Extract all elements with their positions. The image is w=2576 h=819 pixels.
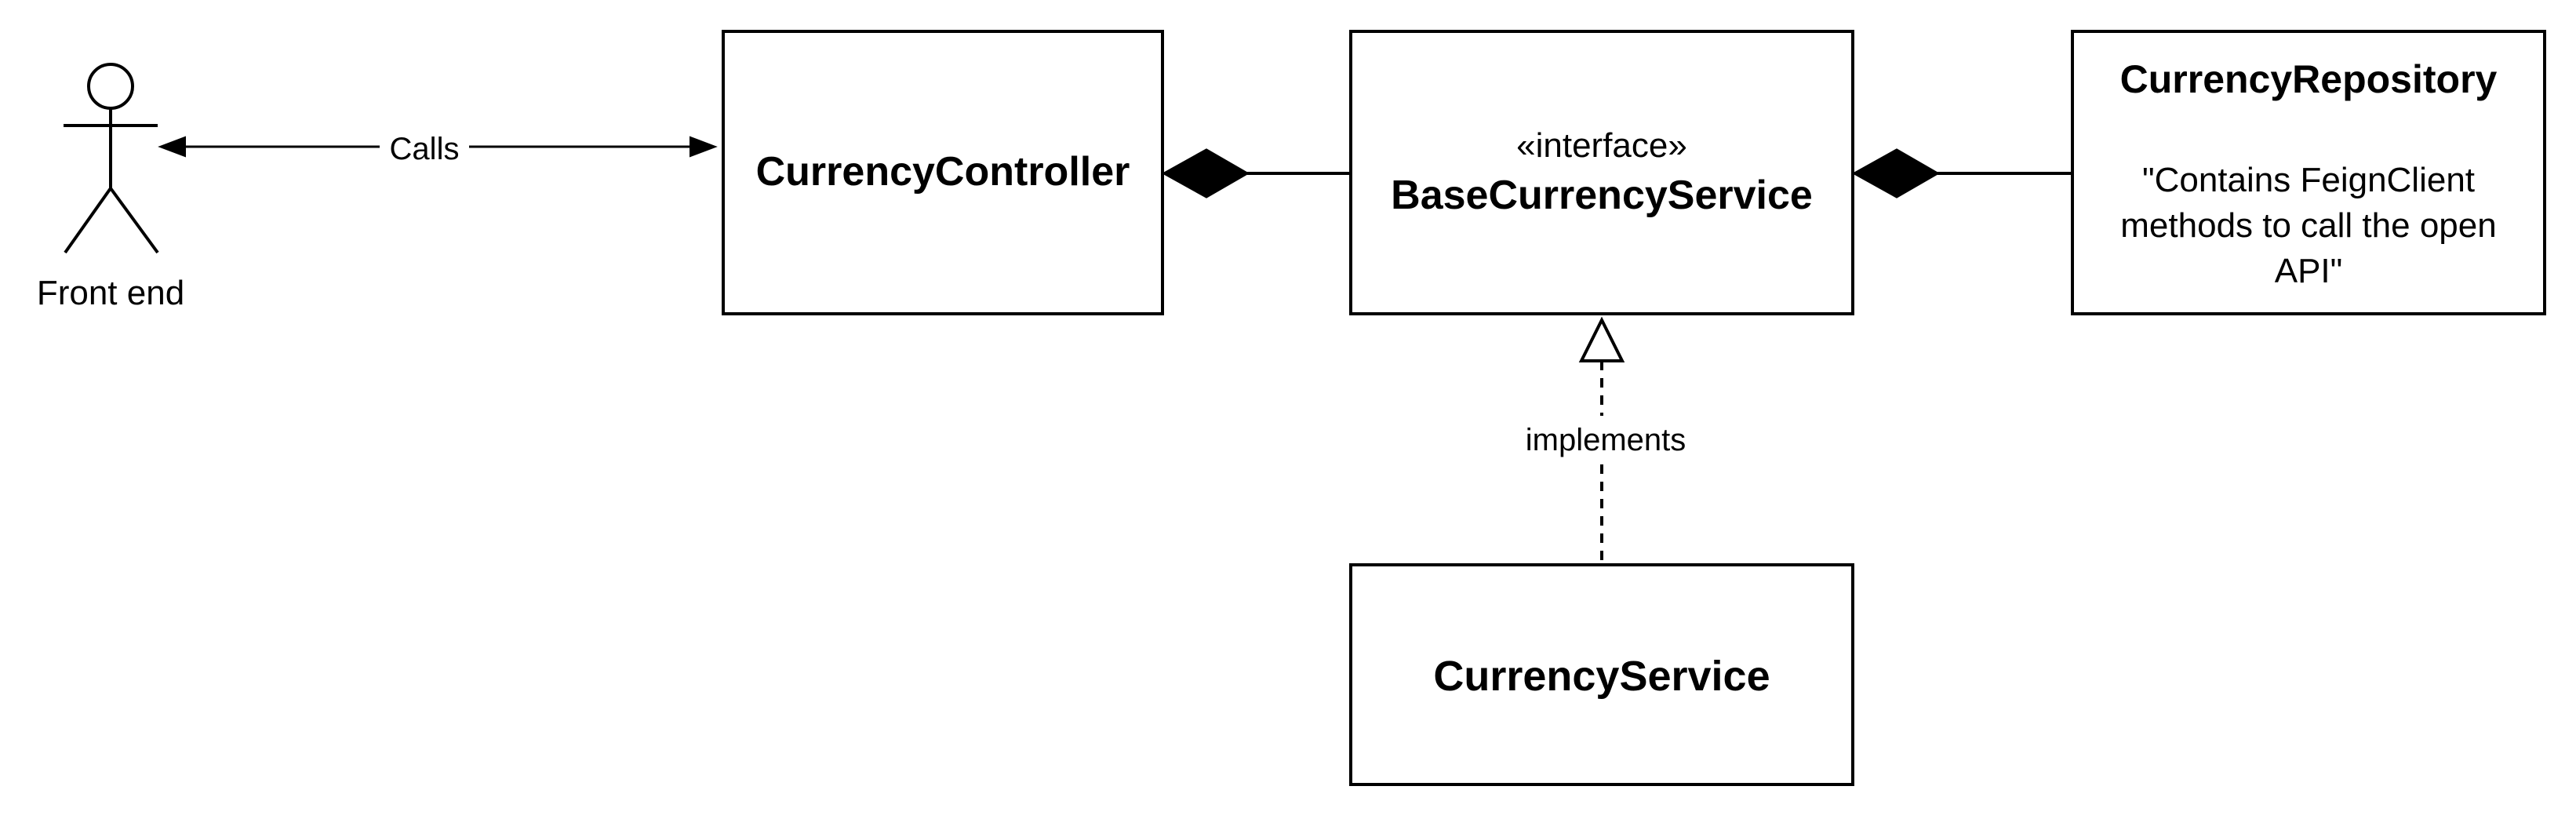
composition-diamond-controller	[1161, 148, 1250, 198]
repository-note-line-1: "Contains FeignClient	[2142, 161, 2475, 199]
front-end-label: Front end	[37, 274, 184, 312]
currency-repository-class[interactable]: CurrencyRepository "Contains FeignClient…	[2071, 30, 2546, 315]
controller-composition-connector	[1161, 148, 1351, 198]
base-currency-service-name: BaseCurrencyService	[1391, 173, 1813, 218]
currency-service-class[interactable]: CurrencyService	[1349, 563, 1854, 786]
currency-controller-class[interactable]: CurrencyController	[722, 30, 1164, 315]
currency-service-name: CurrencyService	[1433, 653, 1770, 700]
composition-diamond-service	[1851, 148, 1941, 198]
front-end-actor: Front end	[37, 63, 184, 312]
currency-controller-name: CurrencyController	[756, 149, 1130, 195]
implements-label: implements	[1526, 423, 1686, 457]
calls-label: Calls	[390, 132, 460, 166]
service-composition-connector	[1851, 148, 2072, 198]
repository-note-line-2: methods to call the open	[2120, 206, 2496, 245]
base-currency-service-interface[interactable]: «interface» BaseCurrencyService	[1349, 30, 1854, 315]
calls-arrowhead-right	[689, 136, 718, 158]
repository-note-line-3: API"	[2275, 252, 2343, 290]
interface-stereotype: «interface»	[1516, 126, 1687, 165]
realization-triangle	[1578, 316, 1625, 362]
calls-connector: Calls	[158, 132, 718, 166]
stick-figure-actor-icon	[64, 63, 159, 254]
calls-arrowhead-left	[158, 136, 186, 158]
implements-connector: implements	[1526, 316, 1686, 565]
currency-repository-name: CurrencyRepository	[2120, 57, 2498, 101]
